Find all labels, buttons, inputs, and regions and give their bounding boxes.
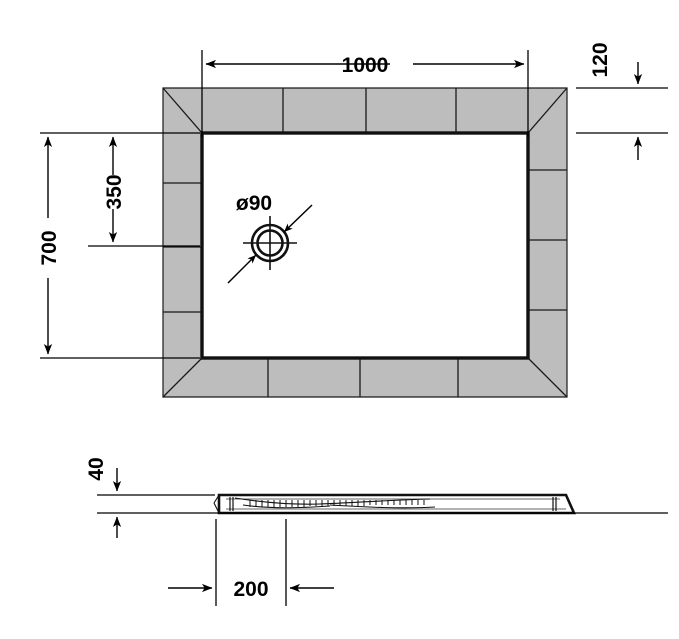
drain-assembly (243, 216, 297, 270)
tile-joints-top (282, 88, 457, 133)
dim-label-700: 700 (38, 230, 61, 265)
dimension-depth-700: 700 (38, 132, 200, 359)
section-internal-texture (226, 497, 566, 511)
dimension-width-1000: 1000 (201, 50, 529, 137)
section-reference-lines (97, 494, 668, 514)
leader-lower-left (227, 254, 257, 284)
dim-label-drain-diameter: ø90 (236, 192, 272, 215)
shower-tray-outline (200, 131, 530, 360)
dim-label-120: 120 (589, 42, 612, 77)
dim-label-40: 40 (85, 457, 108, 480)
tile-joints-left (163, 182, 202, 313)
dim-label-200: 200 (233, 578, 268, 601)
dimension-drain-x-200: 200 (168, 519, 334, 606)
section-outline (217, 493, 577, 515)
dimension-tile-border-120: 120 (576, 42, 668, 160)
drain-dimension-leaders (227, 204, 313, 284)
tile-miter-corners (162, 87, 568, 398)
drain-outer-circle (250, 223, 290, 263)
drain-inner-circle (256, 229, 284, 257)
tile-joints-right (528, 169, 567, 311)
dim-label-350: 350 (103, 174, 126, 209)
section-view: 40 200 (85, 457, 668, 606)
dimension-height-40: 40 (85, 457, 122, 538)
dimension-drain-offset-350: 350 (88, 136, 200, 247)
leader-upper-right (283, 204, 313, 233)
tile-joints-bottom (267, 358, 459, 397)
plan-view: ø90 1000 120 (38, 42, 668, 398)
dim-label-1000: 1000 (342, 54, 389, 77)
